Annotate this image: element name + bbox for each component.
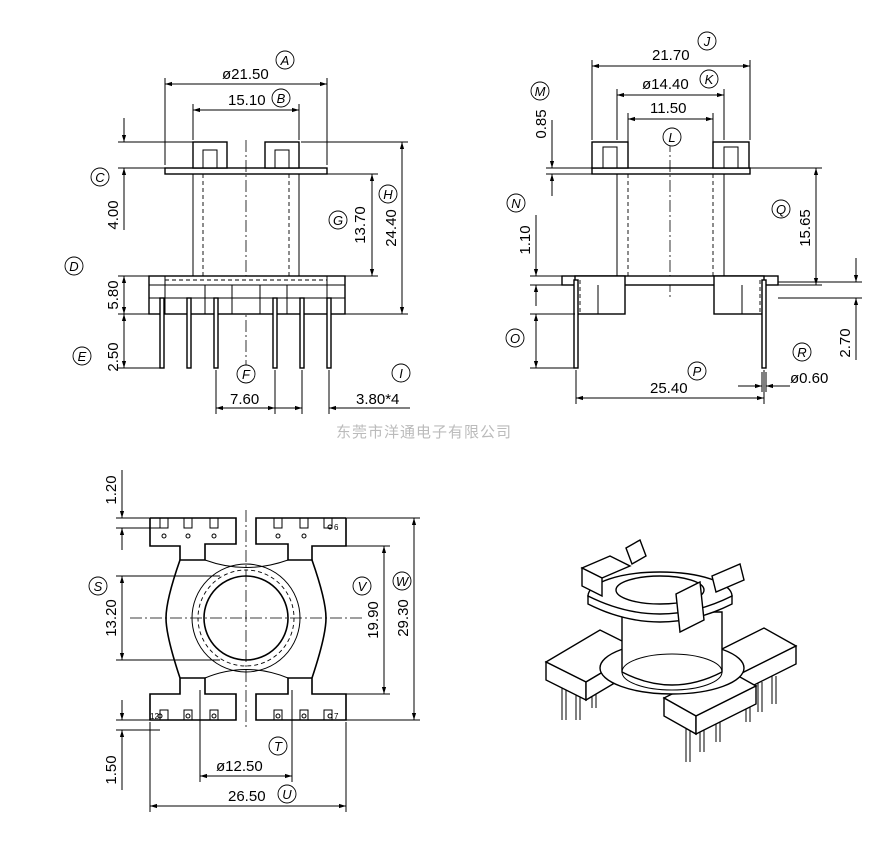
label-G: G [333, 213, 343, 228]
dim-L-value: 11.50 [650, 100, 686, 117]
dim-B-value: 15.10 [228, 92, 266, 109]
dim-G-value: 13.70 [352, 206, 369, 244]
isometric-view [544, 538, 798, 762]
dim-D-value: 5.80 [105, 280, 122, 309]
dim-E-value: 2.50 [105, 342, 122, 371]
label-H: H [383, 187, 393, 202]
bottom-view: 6 7 12 1.20 13.20 S 19.90 V [88, 470, 420, 812]
pin-label-12: 12 [150, 712, 159, 721]
dim-S-value: 13.20 [103, 599, 120, 637]
dim-M-value: 0.85 [533, 109, 550, 138]
side-view: 21.70 J ø14.40 K 11.50 L 0.85 M 1.10 N [505, 31, 862, 404]
label-B: B [277, 91, 286, 106]
front-view: ø21.50 A 15.10 B 4.00 C 5.80 D 2.50 E [64, 50, 411, 414]
label-E: E [78, 349, 87, 364]
dim-W-value: 29.30 [395, 599, 412, 637]
dim-T-value: ø12.50 [216, 758, 263, 775]
dim-V-value: 19.90 [365, 601, 382, 639]
label-M: M [535, 84, 546, 99]
label-C: C [95, 170, 105, 185]
label-U: U [282, 787, 292, 802]
dim-R-value: ø0.60 [790, 370, 828, 387]
label-O: O [510, 331, 520, 346]
company-watermark: 东莞市洋通电子有限公司 [336, 424, 512, 441]
label-D: D [69, 259, 78, 274]
label-V: V [358, 579, 368, 594]
dim-H-value: 24.40 [383, 209, 400, 247]
label-W: W [396, 574, 410, 589]
dim-K-value: ø14.40 [642, 76, 689, 93]
label-Q: Q [776, 202, 786, 217]
label-L: L [668, 130, 675, 145]
label-N: N [511, 196, 521, 211]
label-F: F [242, 367, 251, 382]
label-K: K [705, 72, 715, 87]
label-J: J [703, 34, 711, 49]
dim-I-value: 3.80*4 [356, 391, 399, 408]
label-T: T [274, 739, 283, 754]
dim-F-value: 7.60 [230, 391, 259, 408]
label-R: R [797, 345, 806, 360]
dim-pin-length-value: 2.70 [837, 328, 854, 357]
label-S: S [94, 579, 103, 594]
dim-C-value: 4.00 [105, 200, 122, 229]
label-I: I [399, 366, 403, 381]
pin-label-6: 6 [334, 523, 339, 532]
dim-A-value: ø21.50 [222, 66, 269, 83]
label-A: A [280, 53, 290, 68]
dim-top-gap-value: 1.20 [103, 475, 120, 504]
dim-U-value: 26.50 [228, 788, 266, 805]
dim-Q-value: 15.65 [797, 209, 814, 247]
pin-label-7: 7 [334, 712, 339, 721]
dim-N-value: 1.10 [517, 225, 534, 254]
dim-P-value: 25.40 [650, 380, 688, 397]
dim-bottom-gap-value: 1.50 [103, 755, 120, 784]
label-P: P [693, 364, 702, 379]
dim-J-value: 21.70 [652, 47, 690, 64]
